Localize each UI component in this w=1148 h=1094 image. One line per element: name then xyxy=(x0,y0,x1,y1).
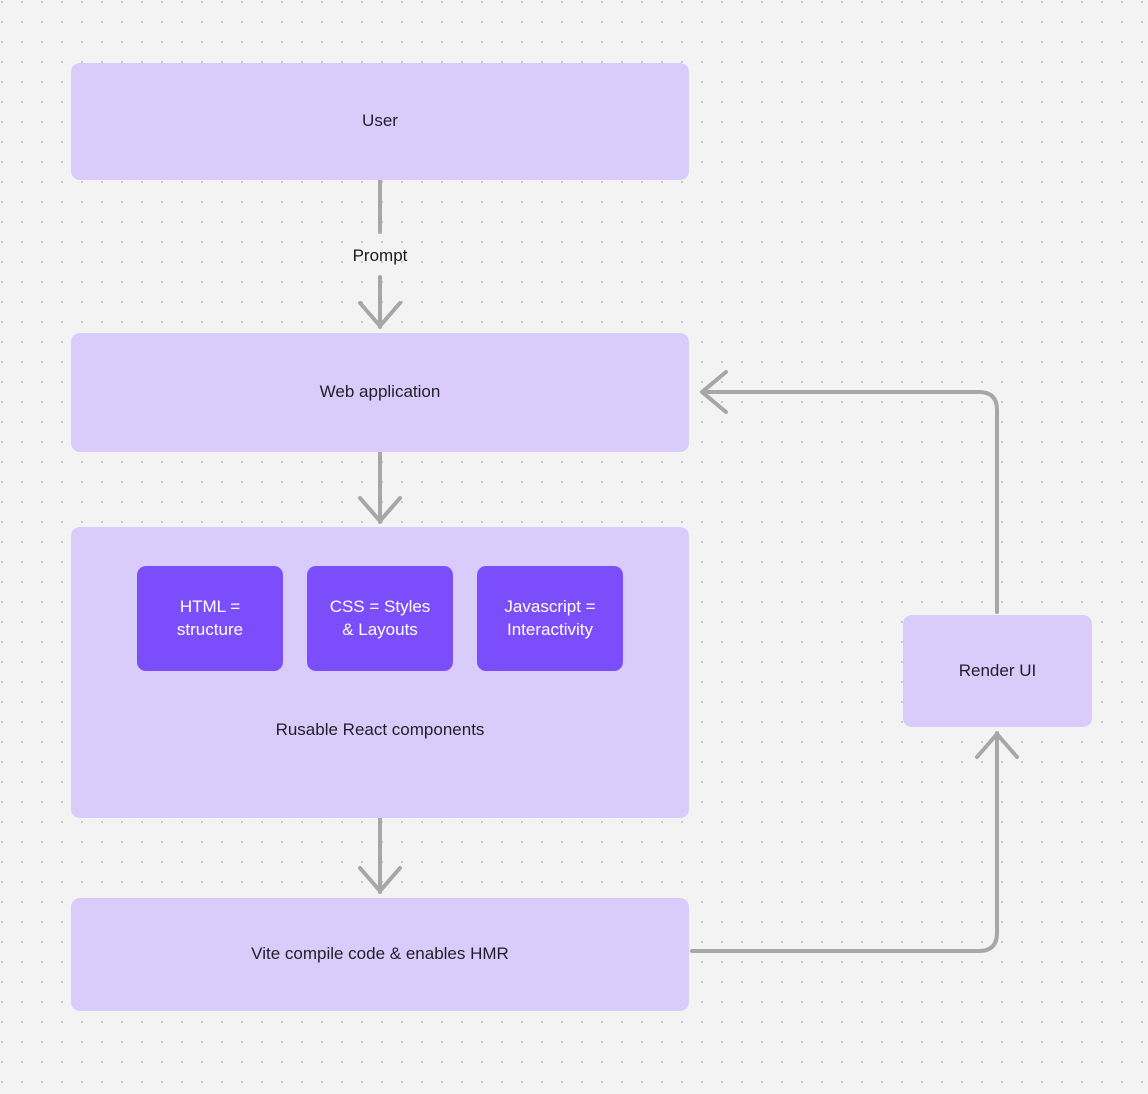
node-render-ui-label: Render UI xyxy=(958,660,1037,680)
node-components-group-label: Rusable React components xyxy=(275,720,485,739)
node-css-block-line1: CSS = Styles xyxy=(329,597,431,617)
node-user[interactable]: User xyxy=(71,63,689,180)
node-render-ui[interactable]: Render UI xyxy=(903,615,1092,727)
arrowhead-components-to-vite xyxy=(358,866,402,893)
node-js-block[interactable]: Javascript = Interactivity xyxy=(477,566,623,671)
node-js-block-line2: Interactivity xyxy=(507,619,593,639)
edge-vite-to-render xyxy=(690,731,999,953)
node-web-application-label: Web application xyxy=(319,382,441,402)
node-css-block-line2: & Layouts xyxy=(342,619,418,639)
node-vite-label: Vite compile code & enables HMR xyxy=(251,944,509,964)
arrowhead-web-to-components xyxy=(358,496,402,523)
node-user-label: User xyxy=(362,111,398,131)
edge-render-to-web xyxy=(701,390,999,614)
node-css-block[interactable]: CSS = Styles & Layouts xyxy=(307,566,453,671)
node-html-block-line2: structure xyxy=(176,619,244,639)
node-html-block[interactable]: HTML = structure xyxy=(137,566,283,671)
node-html-block-line1: HTML = xyxy=(179,597,241,617)
arrowhead-render-to-web xyxy=(700,370,728,414)
node-vite[interactable]: Vite compile code & enables HMR xyxy=(71,898,689,1011)
arrowhead-vite-to-render xyxy=(975,732,1019,759)
node-web-application[interactable]: Web application xyxy=(71,333,689,452)
arrowhead-prompt-to-web xyxy=(358,301,402,328)
edge-label-prompt: Prompt xyxy=(352,246,408,265)
node-components-group[interactable]: HTML = structure CSS = Styles & Layouts … xyxy=(71,527,689,818)
node-js-block-line1: Javascript = xyxy=(504,597,596,617)
